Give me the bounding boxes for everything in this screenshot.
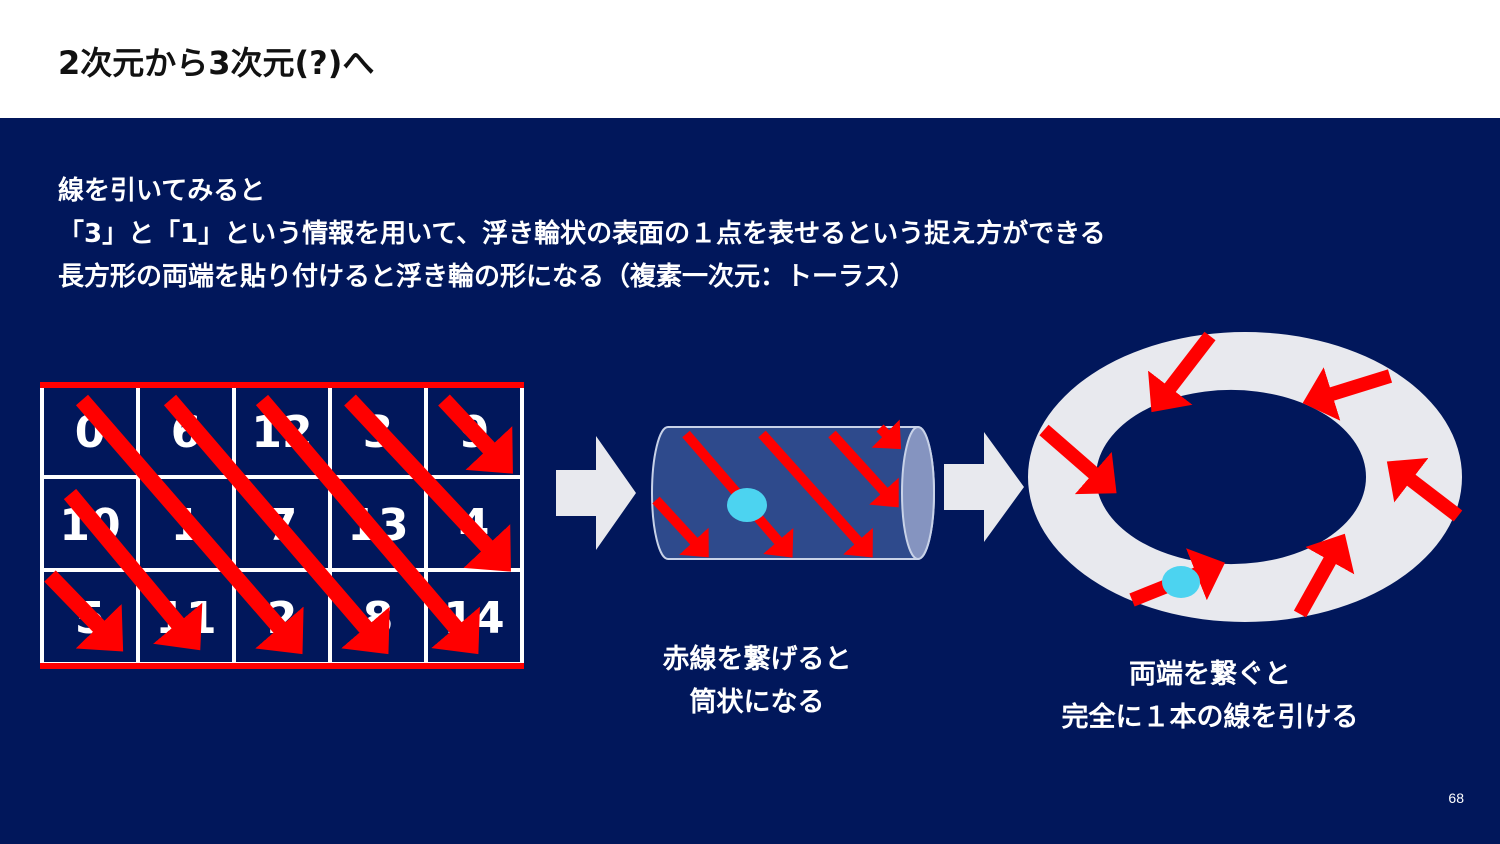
caption-line: 完全に１本の線を引ける: [1061, 702, 1359, 733]
cylinder-end: [901, 426, 935, 560]
slide-title: 2次元から3次元(?)へ: [58, 44, 375, 82]
cylinder-shape: [651, 419, 935, 560]
caption-line: 両端を繋ぐと: [1129, 659, 1291, 690]
torus-shape: [1028, 331, 1463, 622]
slide-header: 2次元から3次元(?)へ: [0, 0, 1500, 118]
page-number: 68: [1448, 790, 1464, 806]
diagonal-arrow: [44, 570, 124, 652]
diagonal-arrow: [344, 394, 511, 572]
right-arrow-icon: [556, 436, 636, 550]
caption-line: 筒状になる: [689, 687, 825, 718]
diagonal-arrow: [438, 394, 513, 474]
intro-line-2: 「3」と「1」という情報を用いて、浮き輪状の表面の１点を表せるという捉え方ができ…: [58, 219, 1106, 249]
cylinder-arrow: [758, 430, 873, 558]
intro-text: 線を引いてみると 「3」と「1」という情報を用いて、浮き輪状の表面の１点を表せる…: [58, 170, 1106, 299]
cylinder-arrow: [652, 496, 709, 558]
diagonal-arrow: [75, 394, 304, 655]
diagonal-arrow: [255, 394, 480, 655]
cylinder-arrow: [828, 430, 899, 508]
diagonal-arrow: [63, 488, 203, 651]
caption-line: 赤線を繋げると: [662, 644, 852, 675]
right-arrow-icon: [944, 432, 1024, 542]
torus-arrow: [1039, 424, 1117, 495]
torus-arrow: [1386, 458, 1463, 522]
torus-caption: 両端を繋ぐと 完全に１本の線を引ける: [1030, 653, 1390, 739]
torus-arrow: [1302, 367, 1393, 421]
torus-arrow: [1148, 331, 1216, 413]
number-grid: 0 6 12 3 9 10 1 7 13 4 5 11 2 8 14: [40, 382, 524, 669]
diagonal-arrow: [163, 394, 390, 655]
torus-diagram: 0 6 12 3 9 10 1 7 13 4 5 11 2 8 14: [40, 331, 1463, 669]
torus-arrow: [1293, 533, 1355, 618]
cylinder-arrow: [871, 419, 902, 450]
slide-body: 線を引いてみると 「3」と「1」という情報を用いて、浮き輪状の表面の１点を表せる…: [0, 118, 1500, 844]
intro-line-3: 長方形の両端を貼り付けると浮き輪の形になる（複素一次元：トーラス）: [58, 262, 916, 292]
marker-dot: [727, 488, 767, 522]
intro-line-1: 線を引いてみると: [58, 176, 266, 206]
marker-dot: [1162, 566, 1200, 598]
cylinder-caption: 赤線を繋げると 筒状になる: [632, 638, 882, 724]
